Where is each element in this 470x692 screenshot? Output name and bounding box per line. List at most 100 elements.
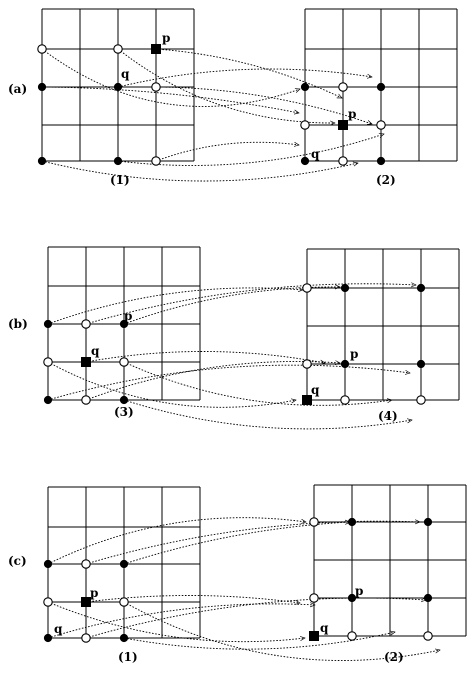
filled-node bbox=[119, 395, 129, 405]
square-node bbox=[338, 120, 348, 130]
open-node bbox=[151, 156, 161, 166]
panel-a-right-grid-label: (2) bbox=[376, 173, 396, 187]
filled-node bbox=[416, 359, 426, 369]
mapping-arrow bbox=[47, 604, 315, 639]
open-node bbox=[309, 517, 319, 527]
mapping-arrow bbox=[47, 364, 410, 401]
square-node bbox=[81, 357, 91, 367]
panel-b-right-q-label: q bbox=[311, 383, 320, 397]
mapping-arrow bbox=[85, 595, 300, 603]
filled-node bbox=[300, 82, 310, 92]
mapping-arrow bbox=[155, 48, 342, 99]
mapping-arrow bbox=[85, 351, 325, 363]
square-node bbox=[151, 44, 161, 54]
open-node bbox=[302, 283, 312, 293]
panel-b-left-q-label: q bbox=[91, 344, 100, 358]
panel-a-left-grid-label: (1) bbox=[110, 173, 130, 187]
mapping-arrow bbox=[123, 399, 412, 430]
open-node bbox=[338, 156, 348, 166]
mapping-arrow bbox=[41, 48, 300, 107]
filled-node bbox=[43, 633, 53, 643]
mapping-arrow bbox=[41, 160, 358, 182]
open-node bbox=[43, 597, 53, 607]
panel-c-right-grid-label: (2) bbox=[384, 650, 404, 664]
panel-label-a: (a) bbox=[8, 82, 27, 96]
panel-label-c: (c) bbox=[8, 554, 27, 568]
open-node bbox=[81, 633, 91, 643]
panel-a-left-q-label: q bbox=[121, 67, 130, 81]
filled-node bbox=[37, 156, 47, 166]
open-node bbox=[37, 44, 47, 54]
open-node bbox=[338, 82, 348, 92]
open-node bbox=[119, 357, 129, 367]
filled-node bbox=[340, 283, 350, 293]
filled-node bbox=[43, 559, 53, 569]
panel-c-left-grid-label: (1) bbox=[118, 650, 138, 664]
mapping-arrow bbox=[85, 521, 420, 565]
open-node bbox=[43, 357, 53, 367]
open-node bbox=[81, 395, 91, 405]
open-node bbox=[347, 631, 357, 641]
mapping-arrow bbox=[41, 86, 299, 113]
open-node bbox=[302, 359, 312, 369]
mapping-arrow bbox=[47, 361, 296, 408]
filled-node bbox=[119, 559, 129, 569]
filled-node bbox=[347, 517, 357, 527]
mapping-arrow bbox=[123, 361, 392, 406]
filled-node bbox=[113, 82, 123, 92]
mapping-arrow bbox=[85, 598, 426, 639]
filled-node bbox=[376, 82, 386, 92]
mapping-arrow bbox=[85, 284, 416, 325]
panel-c-right-p-label: p bbox=[355, 584, 363, 598]
square-node bbox=[81, 597, 91, 607]
open-node bbox=[151, 82, 161, 92]
filled-node bbox=[423, 517, 433, 527]
open-node bbox=[423, 631, 433, 641]
panel-b-left-grid-label: (3) bbox=[114, 405, 134, 419]
panel-a-left-p-label: p bbox=[162, 31, 170, 45]
panel-c-left-p-label: p bbox=[90, 586, 98, 600]
mapping-arrow bbox=[123, 287, 340, 325]
open-node bbox=[340, 395, 350, 405]
open-node bbox=[416, 395, 426, 405]
panel-a-right-p-label: p bbox=[348, 107, 356, 121]
open-node bbox=[376, 120, 386, 130]
filled-node bbox=[300, 156, 310, 166]
mapping-arrow bbox=[123, 522, 350, 565]
mapping-arrow bbox=[117, 68, 372, 88]
panel-b-left-p-label: p bbox=[124, 309, 132, 323]
open-node bbox=[81, 559, 91, 569]
mapping-arrow bbox=[155, 141, 299, 162]
filled-node bbox=[340, 359, 350, 369]
mapping-arrow bbox=[117, 48, 335, 123]
open-node bbox=[309, 593, 319, 603]
mapping-arrow bbox=[123, 632, 395, 650]
mapping-arrow bbox=[123, 601, 440, 661]
mapping-arrow bbox=[155, 86, 372, 124]
open-node bbox=[81, 319, 91, 329]
open-node bbox=[113, 44, 123, 54]
filled-node bbox=[376, 156, 386, 166]
filled-node bbox=[119, 633, 129, 643]
panel-b-right-grid bbox=[306, 248, 460, 401]
panel-b-right-p-label: p bbox=[350, 347, 358, 361]
filled-node bbox=[347, 593, 357, 603]
filled-node bbox=[113, 156, 123, 166]
filled-node bbox=[423, 593, 433, 603]
panel-b-right-grid-label: (4) bbox=[378, 409, 398, 423]
mapping-arrow bbox=[117, 134, 384, 166]
filled-node bbox=[43, 395, 53, 405]
mapping-arrow bbox=[47, 601, 305, 643]
panel-c-right-grid bbox=[313, 484, 467, 637]
square-node bbox=[309, 631, 319, 641]
filled-node bbox=[37, 82, 47, 92]
mapping-arrow bbox=[47, 288, 303, 325]
open-node bbox=[300, 120, 310, 130]
panel-c-left-q-label: q bbox=[54, 622, 63, 636]
filled-node bbox=[119, 319, 129, 329]
square-node bbox=[302, 395, 312, 405]
open-node bbox=[119, 597, 129, 607]
panel-label-b: (b) bbox=[8, 317, 28, 331]
mapping-arrow bbox=[47, 517, 306, 565]
